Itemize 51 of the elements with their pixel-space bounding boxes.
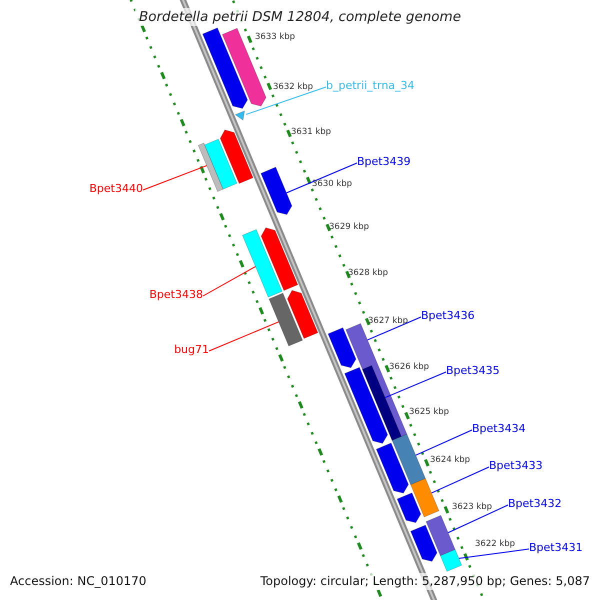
leader-line: [142, 165, 208, 190]
gene-label: Bpet3432: [508, 497, 562, 511]
gene-label: b_petrii_trna_34: [326, 79, 415, 93]
gene-label: Bpet3431: [529, 541, 583, 555]
trna-marker: [234, 110, 245, 121]
gene-label: Bpet3439: [357, 155, 411, 169]
leader-line: [246, 86, 326, 115]
gene-block: [376, 442, 409, 494]
gene-block: [260, 227, 298, 291]
tick-label: 3628 kbp: [348, 268, 388, 278]
gene-block: [220, 130, 254, 184]
leader-line: [286, 162, 358, 194]
tick-label: 3632 kbp: [273, 82, 314, 92]
tick-label: 3624 kbp: [430, 455, 470, 465]
gene-bar: [426, 515, 456, 556]
tick-label: 3622 kbp: [475, 539, 516, 549]
tick-label: 3627 kbp: [368, 316, 408, 326]
tick-label: 3623 kbp: [452, 502, 492, 512]
gene-block: [202, 27, 248, 109]
tick-label: 3626 kbp: [389, 362, 430, 372]
leader-line: [448, 504, 508, 534]
gene-bar: [392, 434, 426, 486]
accession-note: Accession: NC_010170: [8, 573, 148, 590]
gene-block: [328, 327, 356, 368]
gene-label: Bpet3440: [89, 182, 143, 196]
gene-label: bug71: [174, 343, 209, 357]
leader-line: [208, 321, 280, 352]
gene-label: Bpet3433: [489, 459, 543, 473]
tick-label: 3629 kbp: [329, 222, 370, 232]
leader-line: [367, 316, 422, 340]
gene-bar: [440, 549, 462, 572]
gene-bar: [198, 138, 238, 192]
gene-label: Bpet3434: [472, 422, 526, 436]
gene-bar: [268, 292, 303, 346]
gene-block: [287, 290, 318, 339]
gene-block: [260, 166, 292, 215]
gene-label: Bpet3438: [149, 288, 203, 302]
gene-bar: [410, 478, 440, 518]
gene-block: [396, 492, 422, 524]
tick-label: 3625 kbp: [409, 407, 450, 417]
gene-bar: [242, 229, 282, 298]
gene-block: [410, 524, 438, 562]
tick-label: 3633 kbp: [255, 32, 296, 42]
tick-label: 3631 kbp: [291, 127, 332, 137]
leader-line: [415, 430, 472, 456]
gene-label: Bpet3435: [446, 364, 500, 378]
genome-info-note: Topology: circular; Length: 5,287,950 bp; Genes: 5,087: [258, 573, 592, 590]
gene-label: Bpet3436: [421, 309, 475, 323]
tick-label: 3630 kbp: [312, 179, 352, 189]
leader-line: [384, 372, 446, 398]
gene-block: [344, 366, 388, 444]
